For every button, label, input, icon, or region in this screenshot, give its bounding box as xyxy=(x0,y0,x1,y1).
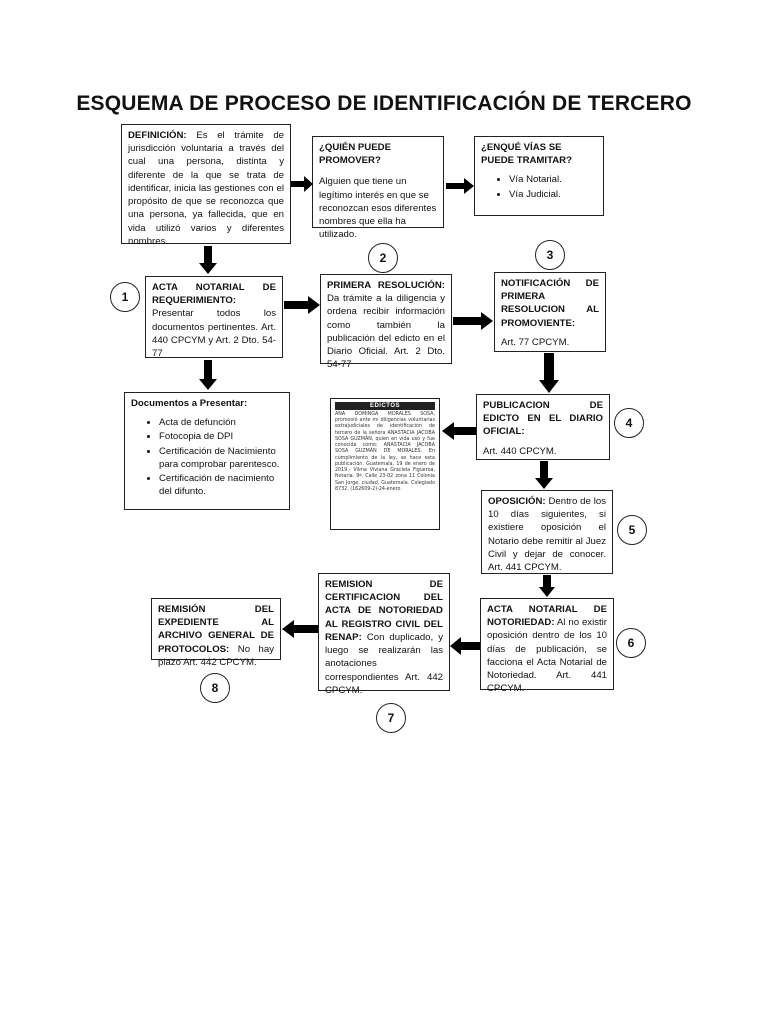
step-circle-2: 2 xyxy=(368,243,398,273)
definicion-box: DEFINICIÓN: Es el trámite de jurisdicció… xyxy=(121,124,291,247)
documentos-item: Certificación de Nacimiento para comprob… xyxy=(159,445,283,471)
remision-expediente-text: No hay plazo Art. 442 CPCYM. xyxy=(158,643,274,668)
oposicion-text: Dentro de los 10 días siguientes, si exi… xyxy=(488,496,607,574)
quien-label: ¿QUIÉN PUEDE PROMOVER? xyxy=(319,142,391,167)
arrow-right-icon xyxy=(291,176,313,192)
acta-notoriedad-label: ACTA NOTARIAL DE NOTORIEDAD: xyxy=(487,604,607,629)
oposicion-label: OPOSICIÓN: xyxy=(488,496,546,507)
arrow-down-icon xyxy=(199,360,217,390)
arrow-left-icon xyxy=(450,637,480,655)
step-circle-1: 1 xyxy=(110,282,140,312)
arrow-right-icon xyxy=(284,296,320,314)
remision-expediente-box: REMISIÓN DEL EXPEDIENTE AL ARCHIVO GENER… xyxy=(151,598,281,668)
publicacion-box: PUBLICACION DE EDICTO EN EL DIARIO OFICI… xyxy=(476,394,610,460)
primera-resolucion-label: PRIMERA RESOLUCIÓN: xyxy=(327,280,445,291)
quien-box: ¿QUIÉN PUEDE PROMOVER? Alguien que tiene… xyxy=(312,136,444,240)
arrow-down-icon xyxy=(199,246,217,274)
acta-requerimiento-label: ACTA NOTARIAL DE REQUERIMIENTO: xyxy=(152,282,276,307)
publicacion-label: PUBLICACION DE EDICTO EN EL DIARIO OFICI… xyxy=(483,400,603,438)
acta-notoriedad-box: ACTA NOTARIAL DE NOTORIEDAD: Al no exist… xyxy=(480,598,614,694)
arrow-down-icon xyxy=(535,461,553,489)
acta-notoriedad-text: Al no existir oposición dentro de los 10… xyxy=(487,617,607,695)
primera-resolucion-text: Da trámite a la diligencia y ordena reci… xyxy=(327,293,445,371)
documentos-label: Documentos a Presentar: xyxy=(131,398,248,409)
step-circle-4: 4 xyxy=(614,408,644,438)
step-circle-3: 3 xyxy=(535,240,565,270)
vias-item: Vía Notarial. xyxy=(509,173,597,186)
arrow-right-icon xyxy=(453,312,493,330)
arrow-down-icon xyxy=(539,353,559,393)
step-circle-7: 7 xyxy=(376,703,406,733)
quien-text: Alguien que tiene un legítimo interés en… xyxy=(319,176,437,241)
documentos-box: Documentos a Presentar: Acta de defunció… xyxy=(124,392,290,510)
oposicion-box: OPOSICIÓN: Dentro de los 10 días siguien… xyxy=(481,490,613,574)
arrow-left-icon xyxy=(282,620,318,638)
documentos-item: Fotocopia de DPI xyxy=(159,430,283,443)
notificacion-box: NOTIFICACIÓN DE PRIMERA RESOLUCION AL PR… xyxy=(494,272,606,352)
remision-expediente-label: REMISIÓN DEL EXPEDIENTE AL ARCHIVO GENER… xyxy=(158,604,274,655)
edicto-clipping: EDICTOS ANA DOMINGA MORALES SOSA, promov… xyxy=(330,398,440,530)
documentos-list: Acta de defunción Fotocopia de DPI Certi… xyxy=(131,416,283,498)
notificacion-text: Art. 77 CPCYM. xyxy=(501,336,570,348)
documentos-item: Acta de defunción xyxy=(159,416,283,429)
step-circle-6: 6 xyxy=(616,628,646,658)
vias-label: ¿ENQUÉ VÍAS SE PUEDE TRAMITAR? xyxy=(481,142,572,167)
remision-certificacion-label: REMISION DE CERTIFICACION DEL ACTA DE NO… xyxy=(325,579,443,643)
remision-certificacion-box: REMISION DE CERTIFICACION DEL ACTA DE NO… xyxy=(318,573,450,696)
arrow-right-icon xyxy=(446,178,474,194)
step-circle-8: 8 xyxy=(200,673,230,703)
notificacion-label: NOTIFICACIÓN DE PRIMERA RESOLUCION AL PR… xyxy=(501,278,599,329)
arrow-left-icon xyxy=(442,422,476,440)
documentos-item: Certificación de nacimiento del difunto. xyxy=(159,472,283,498)
edicto-text: ANA DOMINGA MORALES SOSA, promovió ante … xyxy=(335,412,435,492)
primera-resolucion-box: PRIMERA RESOLUCIÓN: Da trámite a la dili… xyxy=(320,274,452,370)
vias-list: Vía Notarial. Vía Judicial. xyxy=(481,173,597,200)
step-circle-5: 5 xyxy=(617,515,647,545)
page-title: ESQUEMA DE PROCESO DE IDENTIFICACIÓN DE … xyxy=(76,92,692,115)
vias-box: ¿ENQUÉ VÍAS SE PUEDE TRAMITAR? Vía Notar… xyxy=(474,136,604,216)
acta-requerimiento-box: ACTA NOTARIAL DE REQUERIMIENTO: Presenta… xyxy=(145,276,283,360)
remision-certificacion-text: Con duplicado, y luego se realizarán las… xyxy=(325,631,443,696)
acta-requerimiento-text: Presentar todos los documentos pertinent… xyxy=(152,308,276,360)
definicion-label: DEFINICIÓN: xyxy=(128,130,187,141)
edicto-header: EDICTOS xyxy=(335,402,435,410)
arrow-down-icon xyxy=(539,575,555,597)
vias-item: Vía Judicial. xyxy=(509,188,597,201)
definicion-text: Es el trámite de jurisdicción voluntaria… xyxy=(128,130,285,247)
publicacion-text: Art. 440 CPCYM. xyxy=(483,445,557,457)
